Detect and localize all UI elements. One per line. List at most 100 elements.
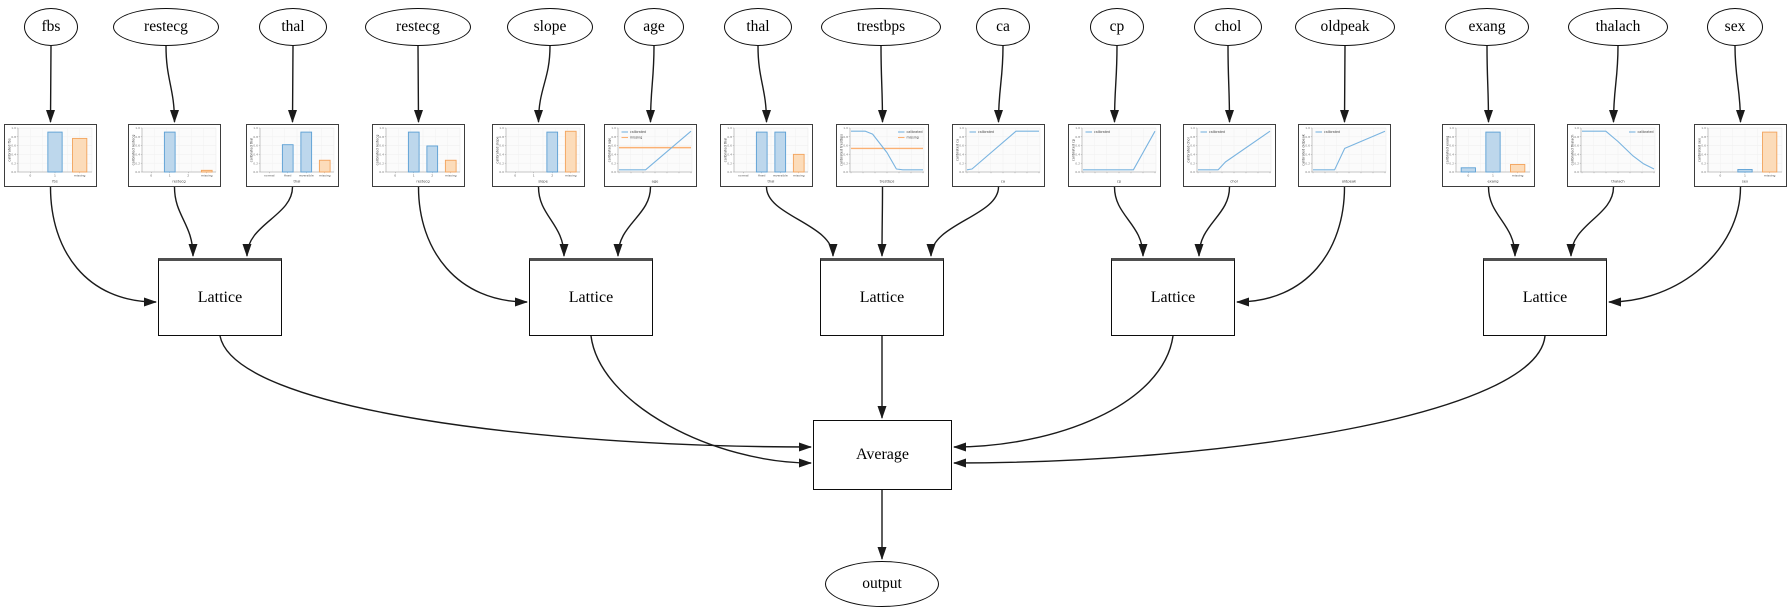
y-tick-label: 0.4: [11, 153, 16, 157]
y-tick-label: 1.0: [253, 126, 258, 130]
edge-calibrator-to-lattice: [613, 186, 652, 257]
y-tick-label: 0.0: [727, 170, 732, 174]
y-tick-label: 1.0: [1305, 126, 1310, 130]
missing-bar: [792, 153, 805, 173]
calibration-bar: [1460, 167, 1476, 173]
y-tick-label: 0.6: [499, 144, 504, 148]
y-tick-label: 0.2: [959, 161, 964, 165]
missing-bar: [1510, 163, 1526, 173]
calibration-line: [1083, 130, 1156, 171]
missing-bar: [72, 137, 88, 173]
feature-ellipse-slope: slope: [507, 8, 593, 46]
y-tick-label: 0.6: [1305, 144, 1310, 148]
feature-ellipse-thalach: thalach: [1568, 8, 1668, 46]
y-tick-label: 1.0: [1075, 126, 1080, 130]
y-axis-label: calibrated fbs: [8, 138, 12, 161]
feature-label: fbs: [41, 18, 61, 35]
x-tick-label: reversible: [299, 173, 314, 177]
x-axis-label: ca: [1001, 180, 1005, 184]
calibration-line: [619, 130, 692, 171]
x-axis-label: cp: [1117, 180, 1122, 184]
lattice-box-1: Lattice: [158, 258, 282, 336]
feature-label: chol: [1214, 18, 1242, 35]
calibration-plot: 0.00.20.40.60.81.0calibratedcholcalibrat…: [1187, 126, 1272, 184]
edge-lattice4-to-average: [953, 335, 1174, 452]
y-tick-label: 0.8: [1305, 135, 1310, 139]
y-tick-label: 0.6: [1574, 144, 1579, 148]
x-tick-label: 2: [431, 173, 433, 177]
y-axis-label: calibrated thal: [250, 138, 254, 163]
y-axis-label: calibrated thalach: [1571, 135, 1575, 166]
y-tick-label: 0.0: [959, 170, 964, 174]
y-tick-label: 0.6: [611, 144, 616, 148]
y-tick-label: 1.0: [11, 126, 16, 130]
y-tick-label: 0.6: [1449, 144, 1454, 148]
edge-trestbps-to-calibrator: [877, 45, 887, 123]
y-tick-label: 0.2: [1449, 161, 1454, 165]
missing-bar: [318, 159, 331, 173]
y-tick-label: 0.4: [1449, 153, 1454, 157]
x-tick-label: missing: [565, 173, 577, 177]
lattice-label: Lattice: [197, 289, 243, 306]
y-tick-label: 0.6: [727, 144, 732, 148]
y-tick-label: 0.4: [1701, 153, 1706, 157]
feature-label: restecg: [144, 18, 188, 35]
y-tick-label: 0.0: [253, 170, 258, 174]
feature-ellipse-exang: exang: [1445, 8, 1529, 46]
edge-calibrator-to-lattice: [1487, 186, 1520, 257]
x-tick-label: 1: [54, 173, 56, 177]
y-tick-label: 0.0: [1701, 170, 1706, 174]
x-tick-label: missing: [793, 173, 805, 177]
y-tick-label: 0.2: [135, 161, 140, 165]
y-axis-label: calibrated thal: [724, 138, 728, 163]
x-tick-label: reversible: [773, 173, 788, 177]
y-tick-label: 0.4: [959, 153, 964, 157]
edge-calibrator-to-lattice: [1194, 186, 1231, 257]
y-tick-label: 0.0: [1190, 170, 1195, 174]
legend-label-calibrated: calibrated: [1324, 130, 1340, 134]
output-ellipse: output: [825, 561, 939, 607]
calibration-bar: [47, 131, 63, 173]
x-tick-label: missing: [74, 173, 86, 177]
edge-ca-to-calibrator: [994, 45, 1004, 123]
x-axis-label: chol: [1230, 180, 1237, 184]
y-tick-label: 0.0: [611, 170, 616, 174]
edge-calibrator-to-lattice: [877, 186, 887, 257]
y-tick-label: 0.2: [253, 161, 258, 165]
calibration-plot: 0.00.20.40.60.81.0calibratedmissingageca…: [608, 126, 693, 184]
y-tick-label: 0.6: [1701, 144, 1706, 148]
missing-bar: [444, 159, 457, 173]
x-tick-label: 1: [1492, 173, 1494, 177]
y-tick-label: 0.2: [1190, 161, 1195, 165]
x-axis-label: exang: [1487, 180, 1498, 184]
missing-bar: [564, 130, 577, 173]
y-tick-label: 0.8: [253, 135, 258, 139]
lattice-box-3: Lattice: [820, 258, 944, 336]
feature-label: exang: [1468, 18, 1506, 35]
edge-calibrator-to-lattice: [242, 186, 294, 257]
lattice-label: Lattice: [859, 289, 905, 306]
y-tick-label: 0.6: [959, 144, 964, 148]
y-axis-label: calibrated age: [608, 138, 612, 162]
feature-ellipse-thal: thal: [724, 8, 792, 46]
x-axis-label: slope: [538, 180, 548, 184]
y-axis-label: calibrated chol: [1187, 137, 1191, 162]
feature-ellipse-fbs: fbs: [24, 8, 78, 46]
y-tick-label: 0.8: [959, 135, 964, 139]
calibration-bar: [774, 131, 787, 173]
feature-label: trestbps: [856, 18, 906, 35]
y-axis-label: calibrated restecg: [376, 135, 380, 166]
y-tick-label: 0.8: [499, 135, 504, 139]
y-tick-label: 0.8: [1190, 135, 1195, 139]
x-axis-label: sex: [1742, 180, 1749, 184]
missing-bar: [200, 169, 213, 173]
y-tick-label: 0.6: [11, 144, 16, 148]
x-tick-label: 0: [150, 173, 152, 177]
